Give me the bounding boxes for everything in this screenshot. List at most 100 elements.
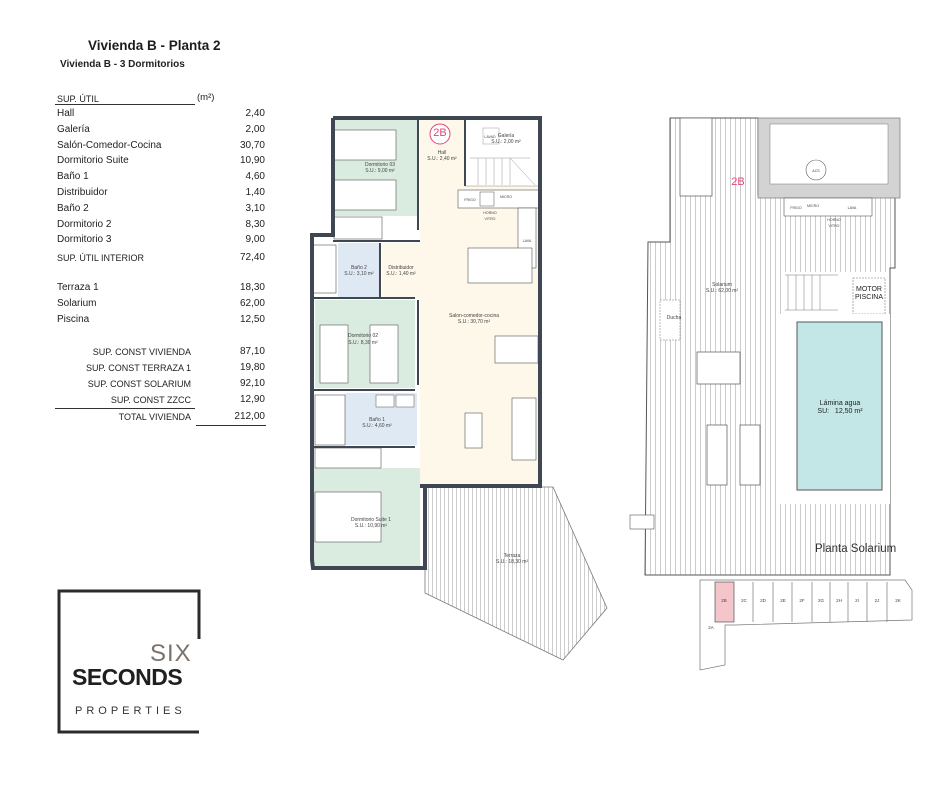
constructed-row-label: SUP. CONST VIVIENDA	[92, 347, 191, 357]
exterior-row-value: 62,00	[239, 298, 265, 309]
room-name: Galería	[497, 133, 515, 139]
total-value: 212,00	[234, 411, 265, 422]
room-area: S.U.: 2,00 m²	[491, 139, 521, 145]
key-plan	[699, 579, 913, 671]
constructed-row-label: SUP. CONST SOLARIUM	[87, 379, 191, 389]
room-name: Baño 1	[369, 417, 385, 423]
appliance-label: LAVA	[522, 239, 532, 243]
table-row-value: 10,90	[239, 155, 265, 166]
logo-seconds: SECONDS	[72, 664, 183, 690]
appliance-label: HORNO VITRO	[483, 211, 497, 221]
exterior-row-value: 12,50	[239, 314, 265, 325]
room-area: S.U.: 18,30 m²	[495, 559, 529, 565]
table-header-label: SUP. ÚTIL	[57, 94, 99, 104]
page-title: Vivienda B - Planta 2	[88, 38, 221, 53]
table-row-value: 2,00	[245, 124, 265, 135]
key-unit-label: 2C	[741, 598, 747, 603]
key-unit-label: 2A	[708, 625, 714, 630]
key-unit-label: 2I	[855, 598, 859, 603]
room-area: S.U.: 8,30 m²	[348, 340, 378, 346]
plan-caption: Planta Solarium	[815, 543, 897, 555]
room-name: Baño 2	[351, 265, 367, 271]
table-row-label: Distribuidor	[57, 187, 108, 198]
divider	[55, 104, 195, 105]
room-area: S.U.: 2,40 m²	[427, 156, 457, 162]
table-row-label: Dormitorio Suite	[57, 155, 129, 166]
table-row-label: Salón-Comedor-Cocina	[57, 140, 162, 151]
room-name: Dormitorio 03	[364, 162, 396, 168]
room-name: Dormitorio 02	[347, 333, 379, 339]
constructed-row-label: SUP. CONST ZZCC	[110, 395, 191, 405]
table-unit: (m²)	[197, 92, 215, 103]
galeria-room	[464, 117, 541, 187]
room-name: Terraza	[503, 553, 521, 559]
room-area: S.U.: 3,10 m²	[344, 271, 374, 277]
appliance-label: FRIGO	[464, 198, 476, 202]
table-row-label: Hall	[57, 108, 75, 119]
pool-name: Lámina agua	[819, 400, 861, 407]
key-unit-label: 2E	[780, 598, 786, 603]
unit-tag: 2B	[433, 127, 447, 139]
appliance-label: LAVAD	[484, 135, 496, 139]
table-row-value: 4,60	[245, 171, 265, 182]
key-unit-label: 2B	[721, 598, 727, 603]
key-unit-label: 2K	[895, 598, 901, 603]
exterior-row-label: Solarium	[57, 298, 97, 309]
logo-frame	[57, 589, 201, 734]
bath-2	[338, 243, 380, 297]
unit-tag-circle	[429, 123, 451, 145]
room-area: S.U.: 10,90 m²	[354, 523, 388, 529]
terrace-area	[424, 486, 608, 661]
exterior-row-label: Piscina	[57, 314, 90, 325]
appliance-label: LAVA	[847, 206, 857, 210]
constructed-row-label: SUP. CONST TERRAZA 1	[85, 363, 191, 373]
room-area: S.U.: 62,00 m²	[705, 288, 739, 294]
motor-label: MOTOR PISCINA	[854, 286, 883, 301]
exterior-row-value: 18,30	[239, 282, 265, 293]
table-row-label: Baño 1	[57, 171, 89, 182]
logo-six: SIX	[150, 640, 192, 667]
table-row-value: 8,30	[245, 219, 265, 230]
room-area: S.U.: 4,60 m²	[362, 423, 392, 429]
room-name: Hall	[437, 150, 447, 156]
room-name: Solarium	[712, 282, 732, 288]
key-unit-label: 2G	[817, 598, 825, 603]
appliance-label: ACS	[812, 169, 820, 173]
interior-total-value: 72,40	[239, 252, 265, 263]
page-subtitle: Vivienda B - 3 Dormitorios	[60, 59, 185, 70]
key-unit-label: 2D	[760, 598, 766, 603]
shower-label: Ducha	[666, 315, 682, 321]
table-row-value: 2,40	[245, 108, 265, 119]
logo-properties: PROPERTIES	[75, 705, 186, 717]
pool	[796, 321, 883, 491]
constructed-row-value: 19,80	[239, 362, 265, 373]
room-area: S.U.: 1,40 m²	[386, 271, 416, 277]
table-row-value: 1,40	[245, 187, 265, 198]
table-row-label: Baño 2	[57, 203, 89, 214]
constructed-row-value: 92,10	[239, 378, 265, 389]
unit-tag: 2B	[731, 176, 745, 188]
appliance-label: FRIGO	[790, 206, 802, 210]
solarium-plan	[629, 117, 913, 671]
table-row-value: 30,70	[239, 140, 265, 151]
table-row-value: 9,00	[245, 234, 265, 245]
divider	[196, 425, 266, 426]
room-name: Dormitorio Suite 1	[350, 517, 392, 523]
room-name: Salon-comedor-cocina	[448, 313, 500, 319]
table-row-label: Galería	[57, 124, 90, 135]
key-unit-label: 2F	[799, 598, 805, 603]
pool-area: SU: 12,50 m²	[817, 408, 863, 415]
appliance-label: MICRO	[500, 195, 512, 199]
table-row-value: 3,10	[245, 203, 265, 214]
divider	[55, 408, 195, 409]
exterior-row-label: Terraza 1	[57, 282, 99, 293]
room-name: Distribuidor	[388, 265, 414, 271]
key-unit-label: 2H	[836, 598, 842, 603]
apartment-plan	[310, 116, 608, 661]
appliance-label: HORNO VITRO	[827, 218, 841, 228]
total-label: TOTAL VIVIENDA	[118, 412, 191, 422]
table-row-label: Dormitorio 3	[57, 234, 112, 245]
interior-total-label: SUP. ÚTIL INTERIOR	[57, 253, 145, 263]
distributor	[382, 243, 420, 299]
